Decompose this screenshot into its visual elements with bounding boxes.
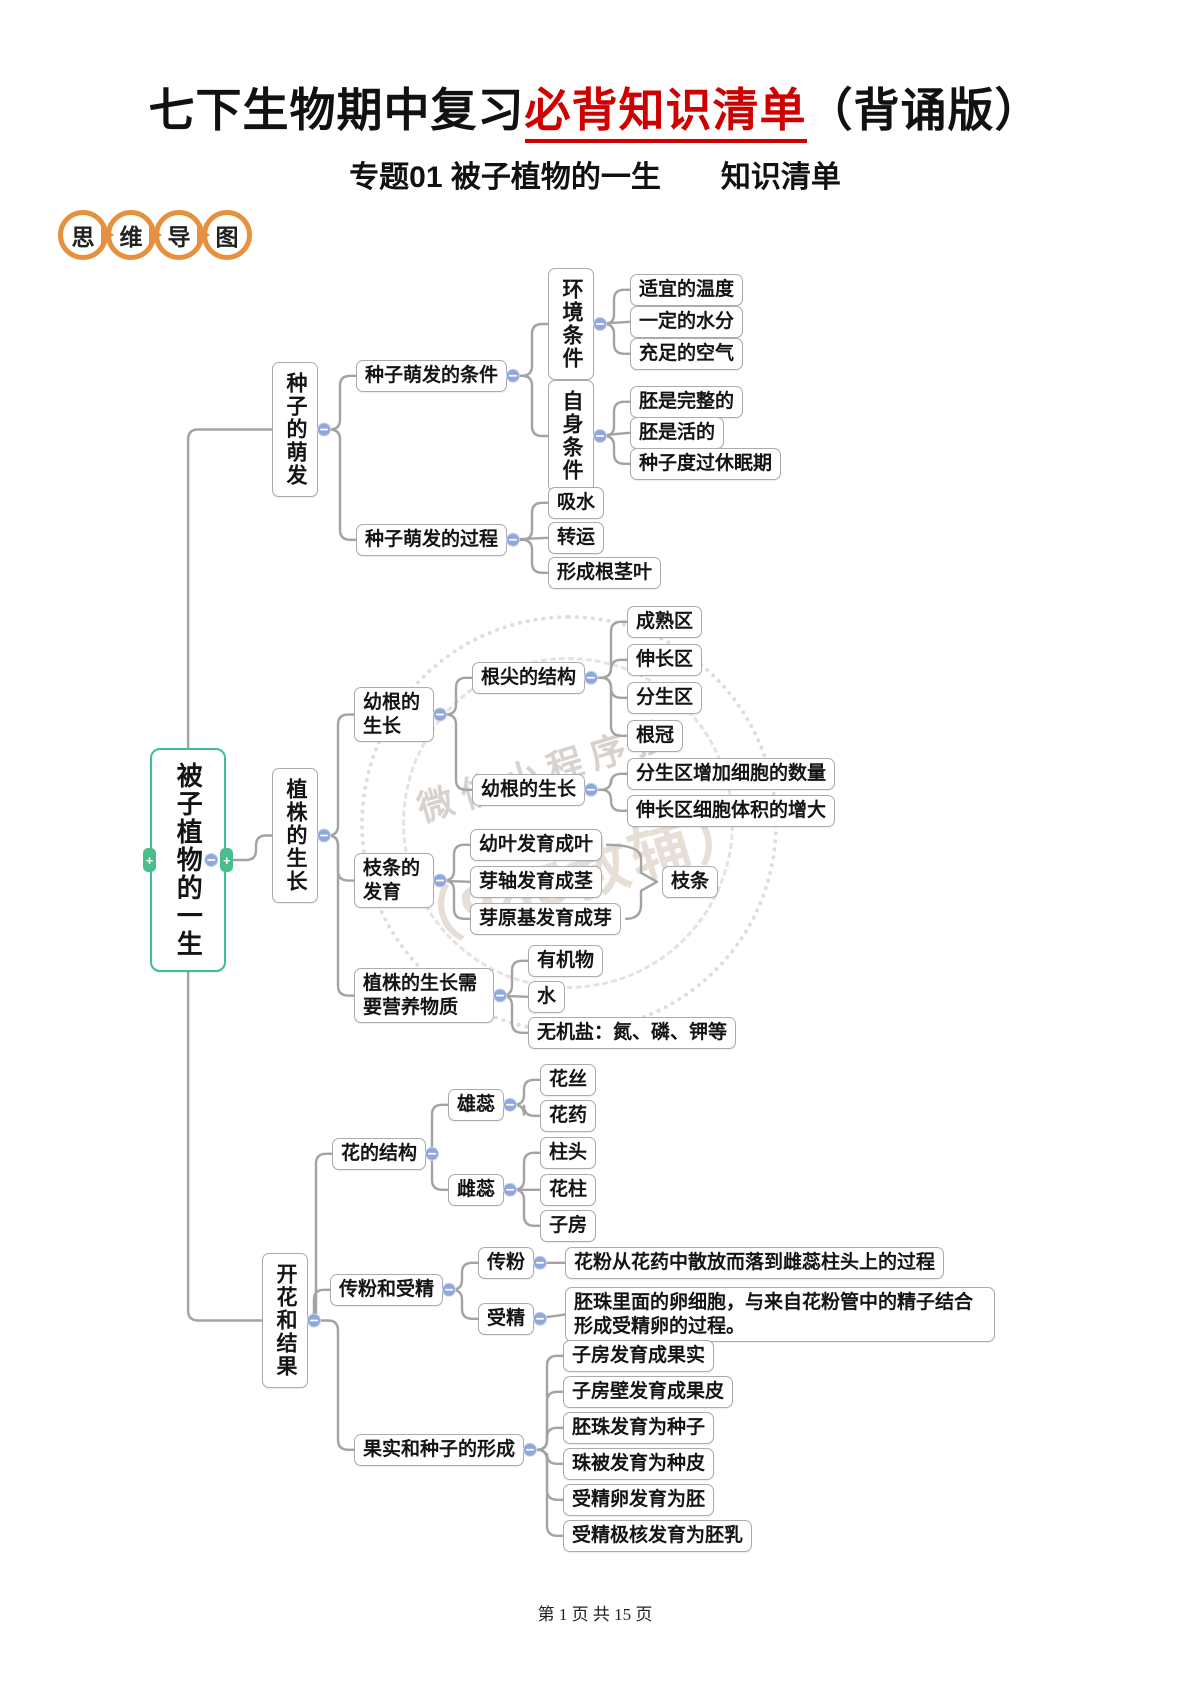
mindmap-node[interactable]: 幼根的生长 [472, 774, 586, 806]
mindmap-node[interactable]: 胚是活的 [630, 417, 725, 449]
mindmap-branch-node[interactable]: 开花和结果 [262, 1253, 309, 1388]
mindmap-node[interactable]: 传粉和受精 [330, 1274, 444, 1306]
mindmap-node[interactable]: 伸长区 [627, 644, 703, 676]
badge-arrow-icon [197, 226, 210, 244]
mindmap-node[interactable]: 花柱 [540, 1174, 597, 1206]
mindmap-node[interactable]: 子房壁发育成果皮 [563, 1376, 734, 1408]
mindmap-node[interactable]: 自身条件 [548, 380, 595, 492]
mindmap-node[interactable]: 根冠 [627, 720, 684, 752]
mindmap-node[interactable]: 分生区增加细胞的数量 [627, 758, 836, 790]
mindmap-node[interactable]: 幼根的生长 [354, 687, 434, 743]
mindmap-node[interactable]: 成熟区 [627, 606, 703, 638]
mindmap-node[interactable]: 充足的空气 [630, 338, 744, 370]
mindmap-branch-node[interactable]: 种子的萌发 [272, 362, 319, 497]
page-subtitle: 专题01 被子植物的一生 知识清单 [349, 161, 841, 194]
mindmap-node[interactable]: 一定的水分 [630, 306, 744, 338]
mindmap-node[interactable]: 子房 [540, 1210, 597, 1242]
mindmap-node[interactable]: 幼叶发育成叶 [470, 829, 603, 861]
badge-arrow-icon [149, 226, 162, 244]
mindmap-node[interactable]: 雄蕊 [448, 1089, 505, 1121]
mindmap-root-node[interactable]: 被子植物的一生 [150, 748, 227, 972]
mindmap-node[interactable]: 有机物 [528, 945, 604, 977]
mindmap-node[interactable]: 形成根茎叶 [548, 557, 662, 589]
mindmap-node[interactable]: 种子萌发的过程 [356, 524, 508, 556]
mindmap-node[interactable]: 种子度过休眠期 [630, 448, 782, 480]
title-part-2: （背诵版） [806, 84, 1042, 136]
mindmap-node[interactable]: 伸长区细胞体积的增大 [627, 795, 836, 827]
page-title: 七下生物期中复习必背知识清单（背诵版） [0, 74, 1190, 143]
mindmap-node[interactable]: 环境条件 [548, 268, 595, 380]
expand-icon[interactable]: + [143, 848, 156, 872]
mindmap-node[interactable]: 胚珠里面的卵细胞，与来自花粉管中的精子结合形成受精卵的过程。 [565, 1287, 995, 1343]
mindmap-node[interactable]: 珠被发育为种皮 [563, 1448, 715, 1480]
mindmap-branch-node[interactable]: 植株的生长 [272, 768, 319, 903]
badge-arrow-icon [101, 226, 114, 244]
mindmap-node[interactable]: 芽轴发育成茎 [470, 866, 603, 898]
mindmap-node[interactable]: 受精卵发育为胚 [563, 1484, 715, 1516]
mindmap-node[interactable]: 传粉 [478, 1247, 535, 1279]
mindmap-node[interactable]: 花粉从花药中散放而落到雌蕊柱头上的过程 [565, 1247, 945, 1279]
mindmap-node[interactable]: 适宜的温度 [630, 274, 744, 306]
mindmap-node[interactable]: 水 [528, 981, 566, 1013]
mindmap-node[interactable]: 受精极核发育为胚乳 [563, 1520, 753, 1552]
mindmap-node[interactable]: 种子萌发的条件 [356, 360, 508, 392]
mindmap-node[interactable]: 吸水 [548, 487, 605, 519]
mindmap-node[interactable]: 果实和种子的形成 [354, 1434, 525, 1466]
mindmap-node[interactable]: 胚珠发育为种子 [563, 1412, 715, 1444]
mindmap-node[interactable]: 花药 [540, 1100, 597, 1132]
mindmap-node[interactable]: 受精 [478, 1303, 535, 1335]
mindmap-node[interactable]: 柱头 [540, 1137, 597, 1169]
badge-circle: 思 [58, 210, 108, 260]
title-part-1: 七下生物期中复习 [148, 84, 525, 136]
mindmap-node[interactable]: 分生区 [627, 682, 703, 714]
mindmap-node[interactable]: 胚是完整的 [630, 386, 744, 418]
mindmap-node[interactable]: 枝条的发育 [354, 853, 434, 909]
mindmap-node[interactable]: 花丝 [540, 1064, 597, 1096]
title-highlight: 必背知识清单 [524, 84, 807, 143]
mindmap-node[interactable]: 无机盐：氮、磷、钾等 [528, 1017, 737, 1049]
mindmap-node[interactable]: 雌蕊 [448, 1174, 505, 1206]
page-number: 第 1 页 共 15 页 [537, 1605, 653, 1624]
expand-icon[interactable]: + [220, 848, 234, 872]
mindmap-node[interactable]: 根尖的结构 [472, 662, 586, 694]
mindmap-node[interactable]: 转运 [548, 522, 605, 554]
mindmap-node[interactable]: 花的结构 [332, 1138, 427, 1170]
mindmap-node[interactable]: 植株的生长需要营养物质 [354, 968, 494, 1024]
mindmap-node[interactable]: 子房发育成果实 [563, 1340, 715, 1372]
mindmap-node[interactable]: 枝条 [662, 866, 719, 898]
mindmap-node[interactable]: 芽原基发育成芽 [470, 903, 622, 935]
mindmap-badge: 思 维 导 图 [58, 210, 252, 260]
